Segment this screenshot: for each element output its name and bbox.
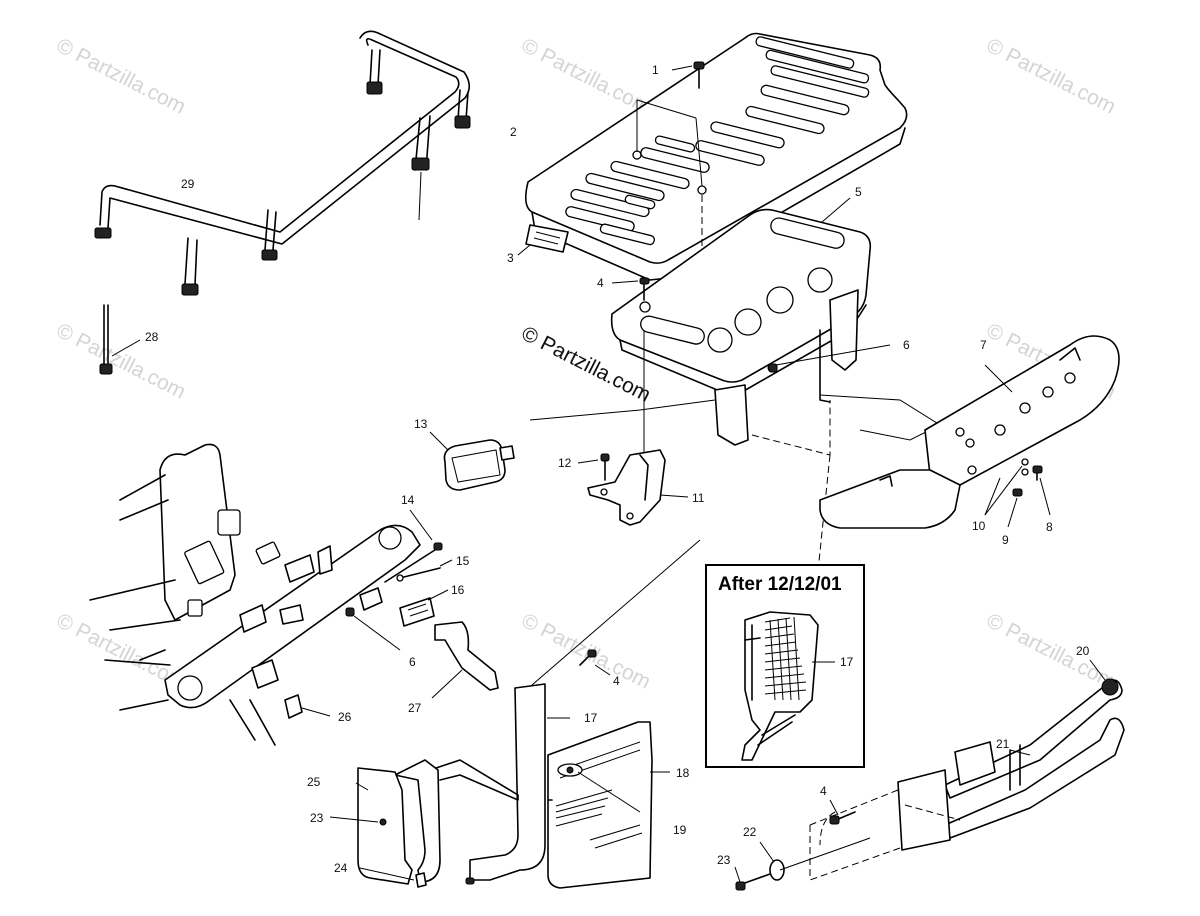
inset-grille	[764, 616, 807, 701]
callout-20: 20	[1076, 644, 1090, 658]
watermark: © Partzilla.com	[53, 34, 190, 119]
callout-24: 24	[334, 861, 348, 875]
callout-29: 29	[181, 177, 195, 191]
chassis-frame	[89, 443, 421, 746]
callout-1: 1	[652, 63, 659, 77]
callout-2: 2	[510, 125, 517, 139]
part-25-mud-flap	[329, 767, 427, 888]
watermark: © Partzilla.com	[983, 609, 1120, 694]
part-29-rack-rail	[94, 30, 471, 296]
callout-22: 22	[743, 825, 757, 839]
callout-23: 23	[310, 811, 324, 825]
part-28-bolt	[99, 304, 141, 375]
callout-15: 15	[456, 554, 470, 568]
callout-28: 28	[145, 330, 159, 344]
callout-4: 4	[597, 276, 604, 290]
rack-slots	[565, 36, 870, 246]
part-2-rack-platform	[524, 32, 908, 281]
inset-after-12-12-01: After 12/12/01 17	[705, 564, 865, 768]
part-18-mud-flap	[547, 721, 670, 889]
part-7-rear-bumper	[819, 335, 1120, 529]
callout-6: 6	[903, 338, 910, 352]
callout-14: 14	[401, 493, 415, 507]
part-21-front-bumper	[809, 659, 1125, 881]
front-bumper-hardware	[734, 799, 871, 891]
inset-title: After 12/12/01	[718, 574, 842, 595]
watermark: © Partzilla.com	[53, 319, 190, 404]
callout-11: 11	[692, 491, 705, 505]
callout-7: 7	[980, 338, 987, 352]
parts-8-9-10-hardware	[984, 458, 1051, 528]
callout-19: 19	[673, 823, 687, 837]
part-26-clip	[284, 694, 331, 719]
part-13-tail-light	[429, 431, 515, 491]
callout-6b: 6	[409, 655, 416, 669]
part-5-rack-support	[610, 197, 891, 446]
part-3-reflector	[517, 224, 569, 256]
part-11-bracket	[577, 449, 689, 526]
part-27-brace	[431, 621, 499, 699]
part-4-screw-middle	[579, 649, 611, 676]
part-6-nut-upper	[768, 363, 778, 373]
watermark: © Partzilla.com	[983, 34, 1120, 119]
callout-25: 25	[307, 775, 321, 789]
callout-labels: 1 2 3 4 5 6 7 8 9 10 11 12 13 14 15 16 6…	[145, 63, 1090, 875]
callout-21: 21	[996, 737, 1010, 751]
callout-9: 9	[1002, 533, 1009, 547]
callout-23b: 23	[717, 853, 731, 867]
callout-3: 3	[507, 251, 514, 265]
callout-16: 16	[451, 583, 465, 597]
callout-13: 13	[414, 417, 428, 431]
inset-callout-17: 17	[840, 655, 854, 669]
callout-4c: 4	[820, 784, 827, 798]
callout-26: 26	[338, 710, 352, 724]
callout-17: 17	[584, 711, 598, 725]
parts-14-15-16-hardware	[345, 509, 453, 651]
watermark: © Partzilla.com	[518, 34, 655, 119]
callout-12: 12	[558, 456, 572, 470]
callout-18: 18	[676, 766, 690, 780]
part-4-screw-upper	[611, 277, 650, 455]
callout-8: 8	[1046, 520, 1053, 534]
watermark: © Partzilla.com	[518, 609, 655, 694]
callout-27: 27	[408, 701, 422, 715]
callout-4b: 4	[613, 674, 620, 688]
part-17-nerf-bar	[394, 683, 570, 885]
callout-5: 5	[855, 185, 862, 199]
callout-10: 10	[972, 519, 986, 533]
